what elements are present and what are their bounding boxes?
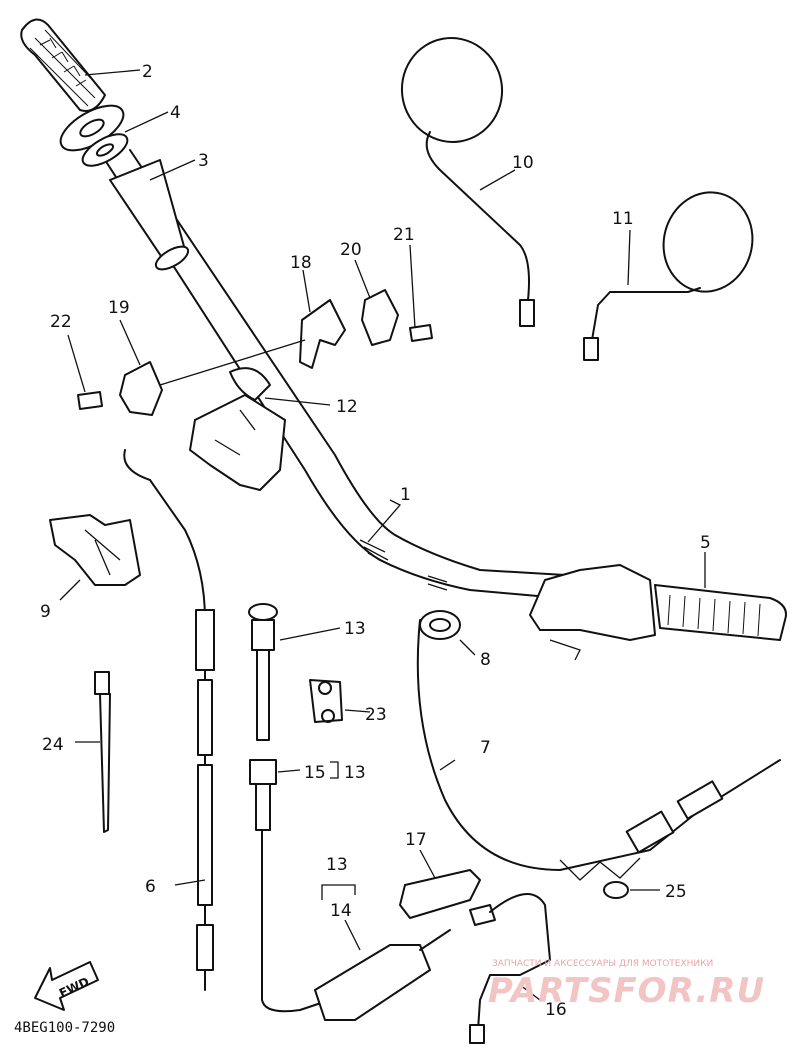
callout-7: 7 xyxy=(480,738,491,758)
watermark-site: PARTSFOR.RU xyxy=(488,971,765,1011)
callout-6: 6 xyxy=(145,877,156,897)
callout-4: 4 xyxy=(170,103,181,123)
callout-21: 21 xyxy=(393,225,415,245)
watermark-tagline: ЗАПЧАСТИ И АКСЕССУАРЫ ДЛЯ МОТОТЕХНИКИ xyxy=(492,959,713,969)
adjuster-8 xyxy=(419,610,461,640)
callout-5: 5 xyxy=(700,533,711,553)
cable-6 xyxy=(123,449,215,991)
leader-lines xyxy=(59,69,706,1001)
callout-3: 3 xyxy=(198,151,209,171)
clip-25 xyxy=(603,881,629,899)
callout-18: 18 xyxy=(290,253,312,273)
watermark: ЗАПЧАСТИ И АКСЕССУАРЫ ДЛЯ МОТОТЕХНИКИ PA… xyxy=(488,959,765,1011)
callout-11: 11 xyxy=(612,209,634,229)
part-code: 4BEG100-7290 xyxy=(14,1020,115,1036)
callout-1: 1 xyxy=(400,485,411,505)
lever-holder xyxy=(49,514,141,586)
clamp-assembly xyxy=(77,289,433,416)
cable-7 xyxy=(416,619,781,881)
callout-13-low: 13 xyxy=(326,855,348,875)
callout-25: 25 xyxy=(665,882,687,902)
callout-24: 24 xyxy=(42,735,64,755)
throttle-tube xyxy=(109,159,190,271)
throttle-housing xyxy=(189,367,286,491)
mirror-right xyxy=(583,191,754,361)
callout-10: 10 xyxy=(512,153,534,173)
callout-19: 19 xyxy=(108,298,130,318)
mirror-left xyxy=(400,37,535,327)
washer-4 xyxy=(59,104,129,167)
callout-labels: 1 2 3 4 5 6 7 8 9 10 11 12 13 13 13 14 1… xyxy=(40,62,711,1020)
callout-17: 17 xyxy=(405,830,427,850)
callout-8: 8 xyxy=(480,650,491,670)
callout-16: 16 xyxy=(545,1000,567,1020)
callout-9: 9 xyxy=(40,602,51,622)
callout-12: 12 xyxy=(336,397,358,417)
callout-2: 2 xyxy=(142,62,153,82)
callout-20: 20 xyxy=(340,240,362,260)
choke-lever xyxy=(314,929,451,1021)
callout-14: 14 xyxy=(330,901,352,921)
left-grip xyxy=(20,18,106,112)
callout-22: 22 xyxy=(50,312,72,332)
right-switch-grip xyxy=(529,564,787,661)
handlebar xyxy=(104,149,566,599)
callout-13-mid: 13 xyxy=(344,763,366,783)
fwd-arrow: FWD xyxy=(34,961,99,1011)
callout-13-top: 13 xyxy=(344,619,366,639)
cable-tie xyxy=(94,671,111,833)
choke-assembly xyxy=(248,603,343,1013)
switch-16-17 xyxy=(399,869,551,1044)
callout-23: 23 xyxy=(365,705,387,725)
callout-15: 15 xyxy=(304,763,326,783)
